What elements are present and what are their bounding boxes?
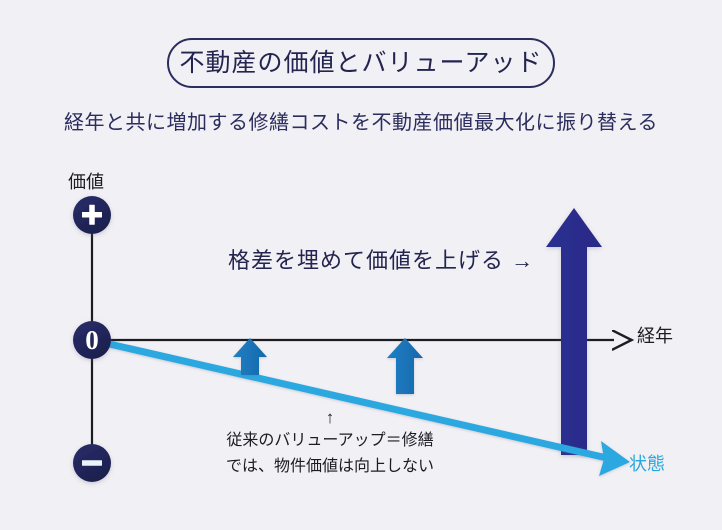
repair-arrow-2 xyxy=(387,338,423,394)
axis-minus-marker xyxy=(73,444,111,482)
y-axis-label: 価値 xyxy=(68,172,104,192)
legacy-repair-caption: ↑ 従来のバリューアップ＝修繕 では、物件価値は向上しない xyxy=(180,408,480,480)
repair-arrow-1 xyxy=(233,338,267,375)
subtitle-text: 経年と共に増加する修繕コストを不動産価値最大化に振り替える xyxy=(64,112,658,134)
state-axis-label: 状態 xyxy=(629,454,665,474)
value-add-arrow xyxy=(546,208,602,455)
condition-decline-line xyxy=(91,336,630,476)
caption-up-tick: ↑ xyxy=(325,408,335,427)
page-title: 不動産の価値とバリューアッド xyxy=(179,48,543,77)
svg-text:0: 0 xyxy=(85,325,99,355)
title-pill: 不動産の価値とバリューアッド xyxy=(167,38,555,88)
caption-line-1: 従来のバリューアップ＝修繕 xyxy=(226,432,434,449)
caption-line-2: では、物件価値は向上しない xyxy=(225,458,434,475)
axis-plus-marker xyxy=(73,196,111,234)
x-axis-label: 経年 xyxy=(637,326,673,346)
value-add-annotation: 格差を埋めて価値を上げる → xyxy=(228,248,535,273)
axis-zero-marker: 0 xyxy=(73,321,111,359)
